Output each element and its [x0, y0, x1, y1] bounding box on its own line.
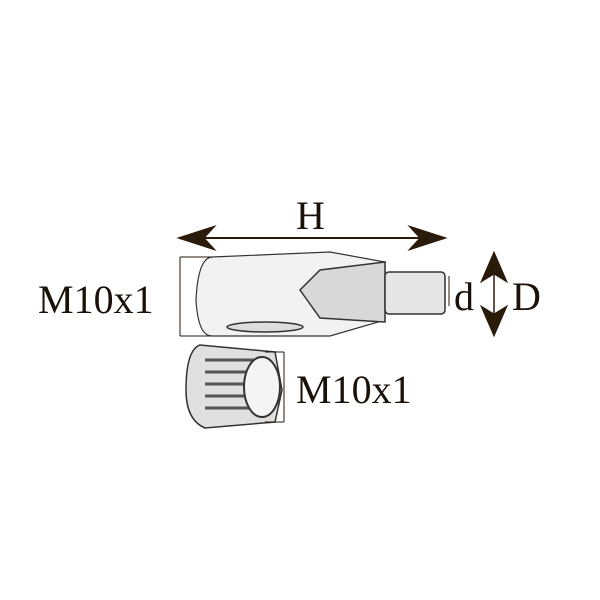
nut-thread-label: M10x1 [296, 367, 412, 412]
nut-thread-bracket [265, 351, 285, 423]
inner-diameter-label: d [454, 274, 474, 319]
body-thread-bracket [179, 256, 212, 337]
body-thread-label: M10x1 [38, 277, 154, 322]
outer-diameter-label: D [512, 274, 541, 319]
h-dimension-arrow [176, 224, 448, 252]
connector-body [195, 251, 446, 337]
d-dimension-arrow [479, 250, 509, 338]
length-label: H [296, 193, 325, 238]
thread-nut [185, 344, 283, 429]
